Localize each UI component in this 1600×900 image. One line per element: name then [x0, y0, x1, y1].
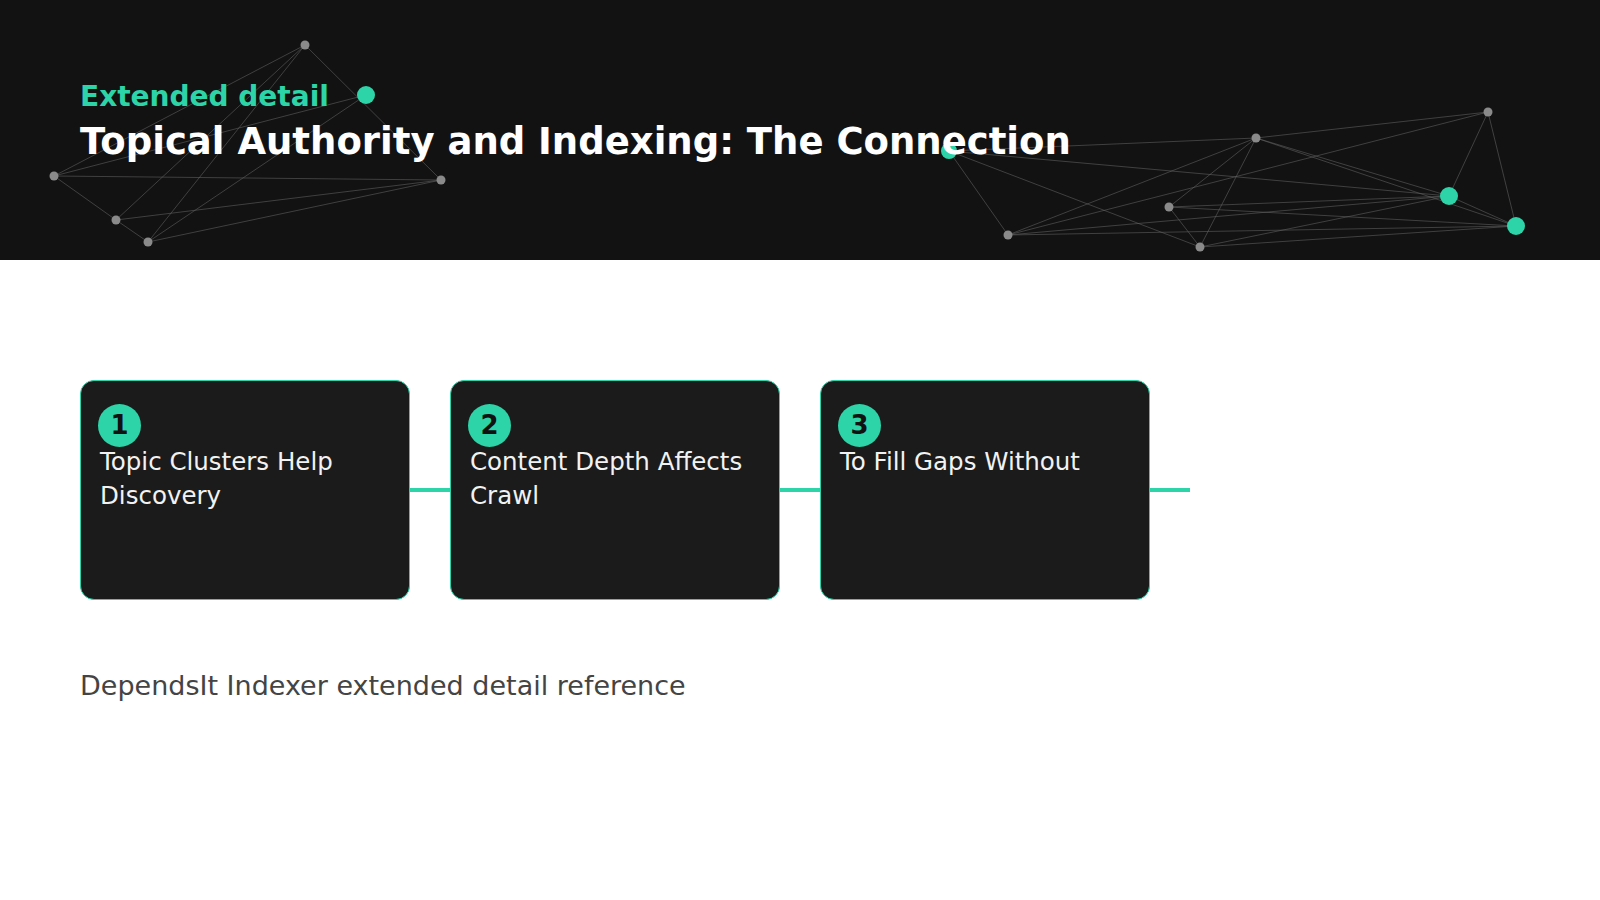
network-lines — [54, 45, 1516, 247]
callout-number: 3 — [838, 404, 881, 447]
network-dots — [50, 41, 1493, 252]
step-box: 3To Fill Gaps Without — [820, 380, 1150, 600]
kicker-label: Extended detail — [80, 80, 329, 114]
step-title: Content Depth Affects Crawl — [470, 445, 770, 513]
callout-number: 2 — [468, 404, 511, 447]
diagram-caption: DependsIt Indexer extended detail refere… — [80, 670, 686, 702]
flow-connector — [410, 488, 450, 492]
step-box: 1Topic Clusters Help Discovery — [80, 380, 410, 600]
diagram-title: Topical Authority and Indexing: The Conn… — [80, 120, 1071, 164]
callout-number: 1 — [98, 404, 141, 447]
step-box: 2Content Depth Affects Crawl — [450, 380, 780, 600]
trailing-connector — [1150, 488, 1190, 492]
header-fill — [0, 0, 1600, 260]
flow-connector — [780, 488, 820, 492]
step-title: Topic Clusters Help Discovery — [100, 445, 400, 513]
step-title: To Fill Gaps Without — [840, 445, 1140, 479]
